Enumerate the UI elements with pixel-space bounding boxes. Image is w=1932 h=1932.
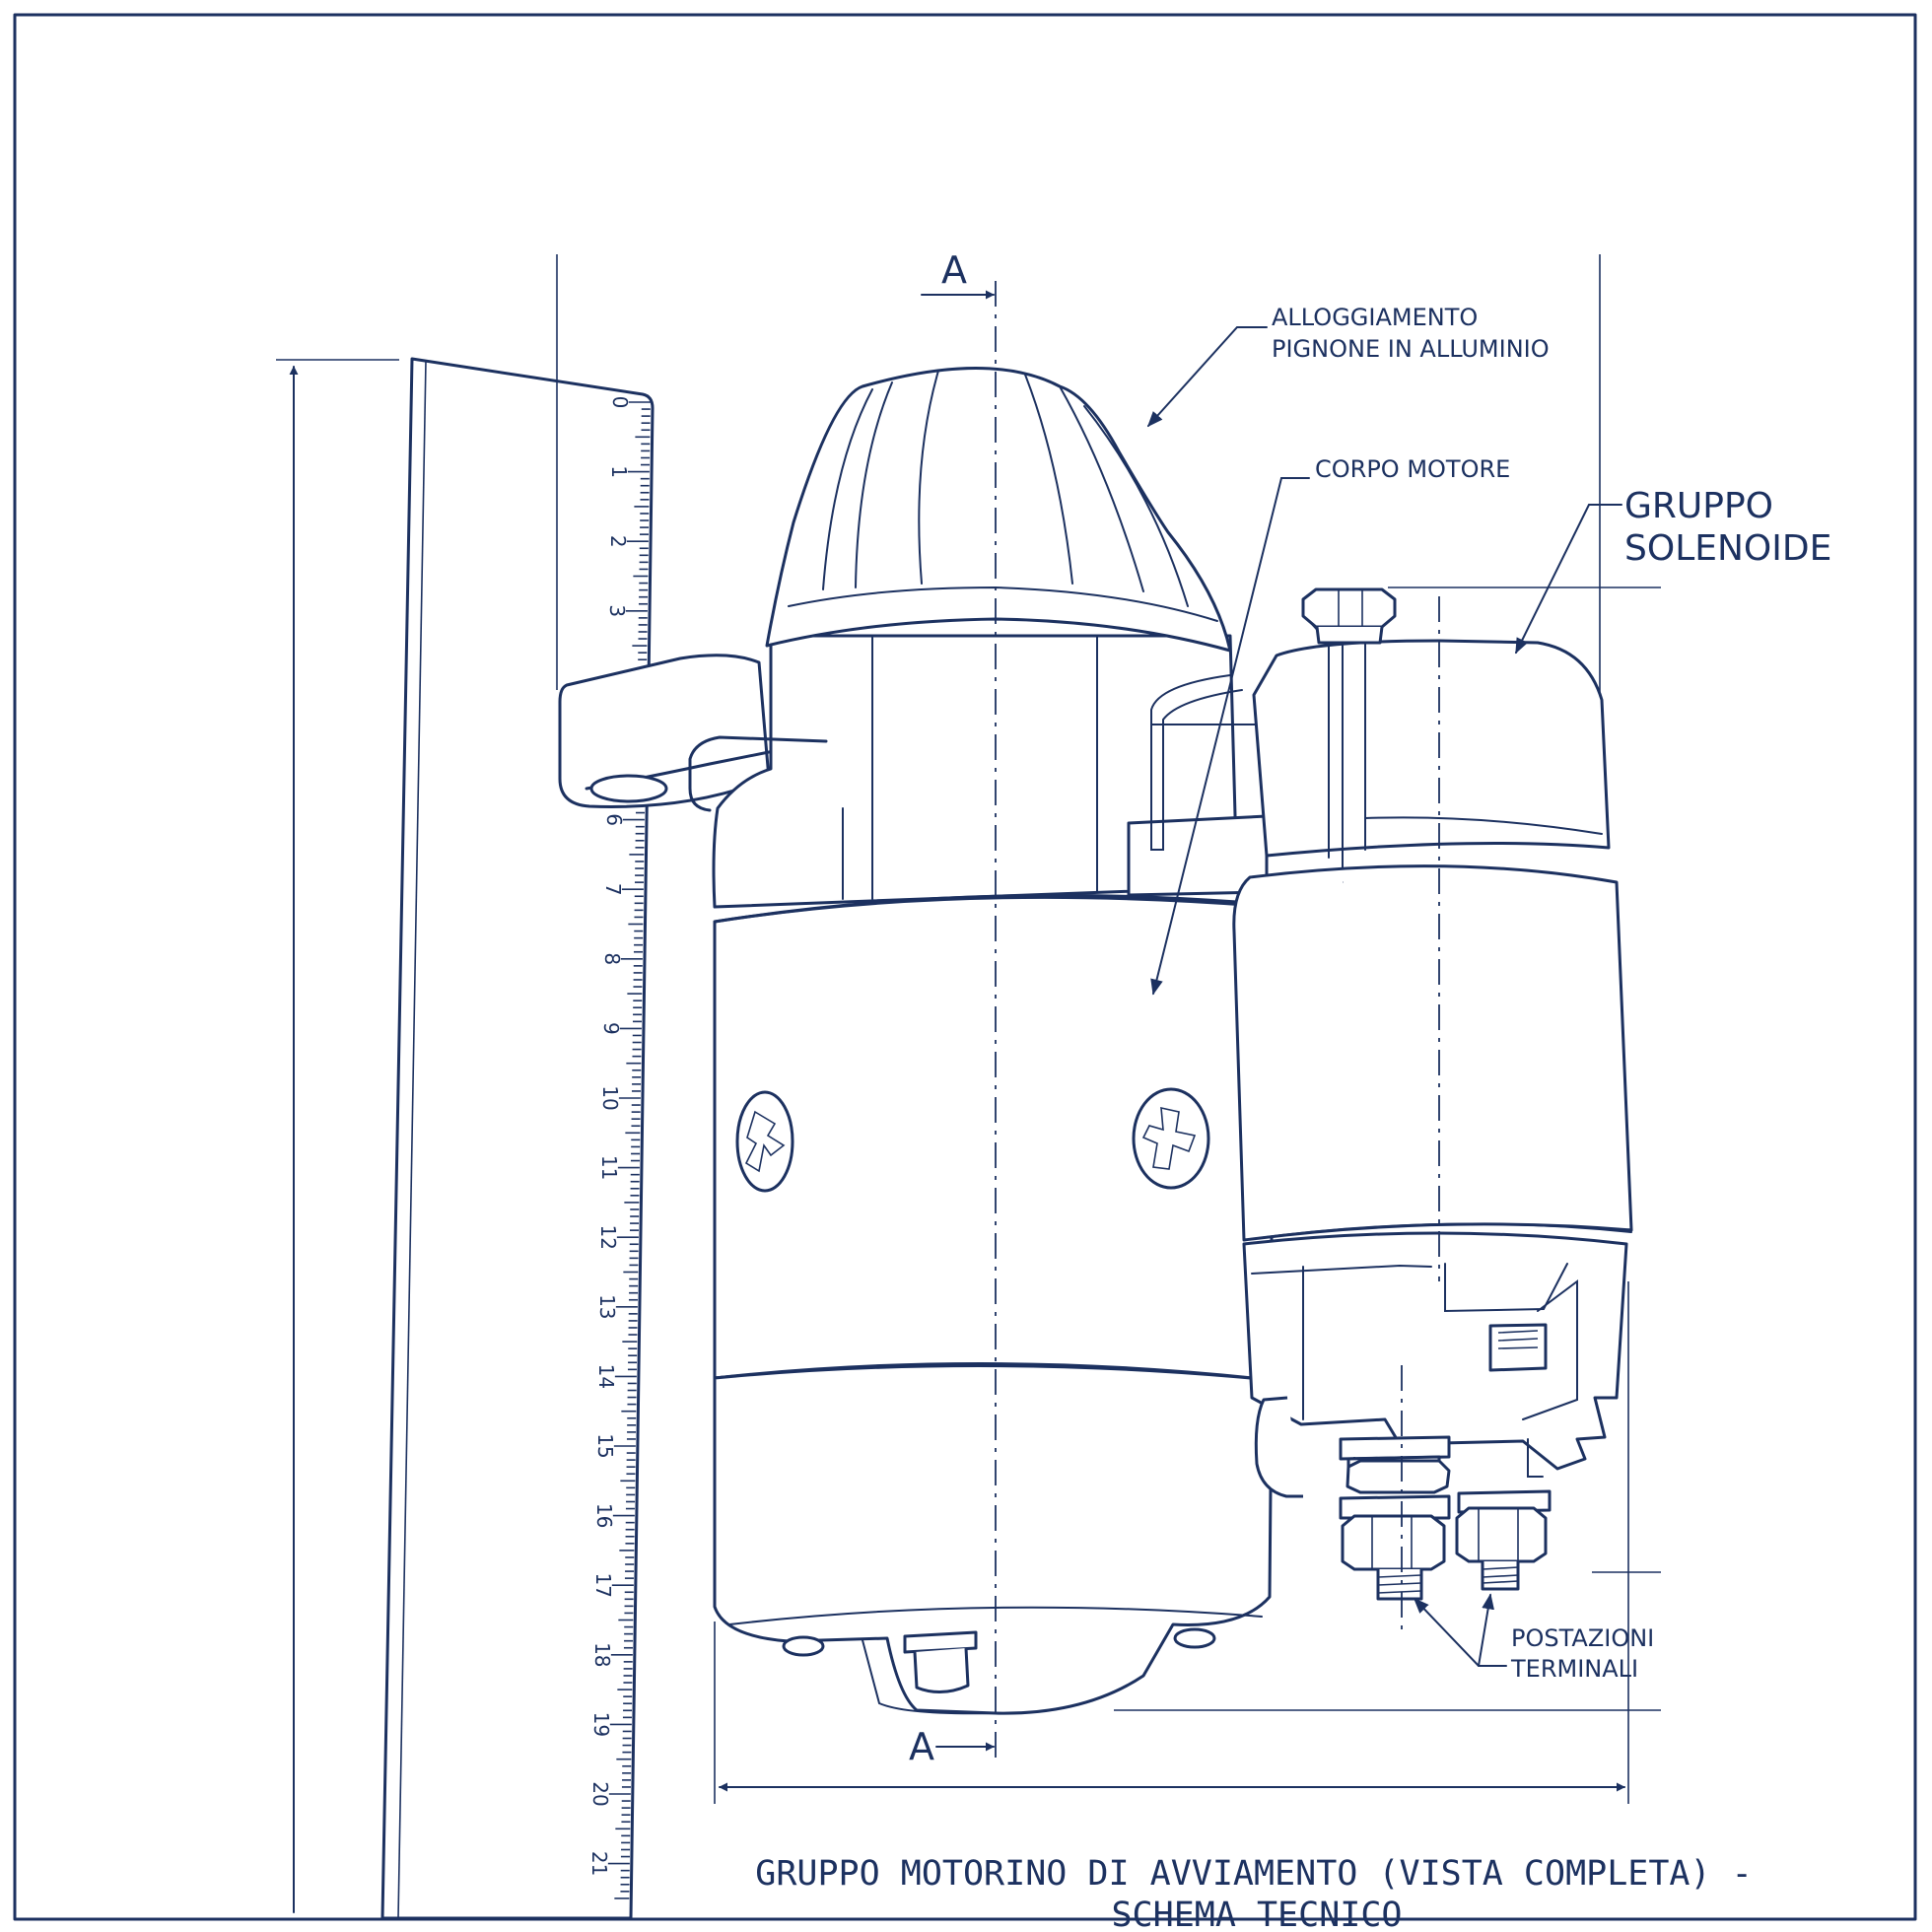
ruler-number: 11 <box>597 1155 621 1180</box>
label-line: ALLOGGIAMENTO <box>1272 304 1478 331</box>
center-lines <box>995 281 1440 1764</box>
label-motor-body: CORPO MOTORE <box>1150 455 1510 996</box>
label-line: CORPO MOTORE <box>1315 455 1510 483</box>
pinion-cap <box>765 367 1232 653</box>
ruler-number: 1 <box>607 465 631 478</box>
ruler-number: 19 <box>589 1712 613 1737</box>
ruler-number: 12 <box>596 1224 620 1249</box>
ruler-number: 6 <box>602 813 626 826</box>
label-line: TERMINALI <box>1510 1655 1638 1683</box>
mounting-flange <box>558 654 771 808</box>
terminal-cap <box>1242 1231 1628 1471</box>
motor-terminal-icon <box>1455 1489 1552 1591</box>
end-cap <box>713 1364 1274 1715</box>
drain-bolt-icon <box>903 1630 978 1693</box>
battery-terminal-icon <box>1339 1435 1451 1601</box>
ruler-number: 15 <box>593 1433 617 1458</box>
ruler-ticks <box>607 401 651 1899</box>
ruler-number: 9 <box>599 1022 623 1035</box>
height-dimension <box>276 359 399 1913</box>
caption-line: GRUPPO MOTORINO DI AVVIAMENTO (VISTA COM… <box>755 1854 1752 1894</box>
ruler-number: 18 <box>590 1642 614 1667</box>
nose-housing <box>712 634 1239 909</box>
top-nut-icon <box>1301 587 1397 883</box>
ruler-number: 13 <box>595 1294 619 1319</box>
mounting-hole-icon <box>589 774 668 803</box>
screw-icon <box>735 1090 794 1193</box>
ruler-number: 8 <box>600 952 624 965</box>
ruler-number: 21 <box>587 1851 611 1876</box>
section-label-bottom: A <box>909 1725 934 1768</box>
solenoid-can <box>1232 864 1633 1242</box>
label-line: SOLENOIDE <box>1624 528 1831 569</box>
solenoid-upper <box>1252 639 1611 858</box>
label-line: GRUPPO <box>1624 486 1773 526</box>
label-line: POSTAZIONI <box>1511 1624 1654 1652</box>
ruler-number: 10 <box>598 1085 622 1110</box>
ruler-number: 20 <box>588 1781 612 1806</box>
label-pinion-housing: ALLOGGIAMENTO PIGNONE IN ALLUMINIO <box>1146 304 1550 428</box>
ruler-number: 16 <box>592 1503 616 1528</box>
ruler-number: 7 <box>601 883 625 896</box>
ruler-number: 3 <box>605 604 629 617</box>
screw-icon <box>1132 1087 1210 1190</box>
label-solenoid: GRUPPO SOLENOIDE <box>1515 486 1831 655</box>
caption-line: SCHEMA TECNICO <box>1111 1896 1402 1932</box>
drawing-caption: GRUPPO MOTORINO DI AVVIAMENTO (VISTA COM… <box>755 1854 1752 1932</box>
drawing-frame <box>13 13 1917 1921</box>
ruler-number: 2 <box>606 535 630 548</box>
extension-lines <box>556 254 1661 1804</box>
label-line: PIGNONE IN ALLUMINIO <box>1272 335 1550 363</box>
ruler-number: 17 <box>591 1572 615 1597</box>
terminal-nut-icon <box>1488 1323 1548 1372</box>
ruler-number: 14 <box>594 1364 618 1389</box>
ruler-number: 0 <box>608 396 632 409</box>
starter-motor <box>558 367 1274 1715</box>
solenoid-assembly <box>1150 587 1633 1601</box>
section-label-top: A <box>941 248 967 292</box>
section-marker-top: A <box>921 248 995 300</box>
label-terminals: POSTAZIONI TERMINALI <box>1413 1593 1654 1683</box>
section-marker-bottom: A <box>909 1725 995 1768</box>
